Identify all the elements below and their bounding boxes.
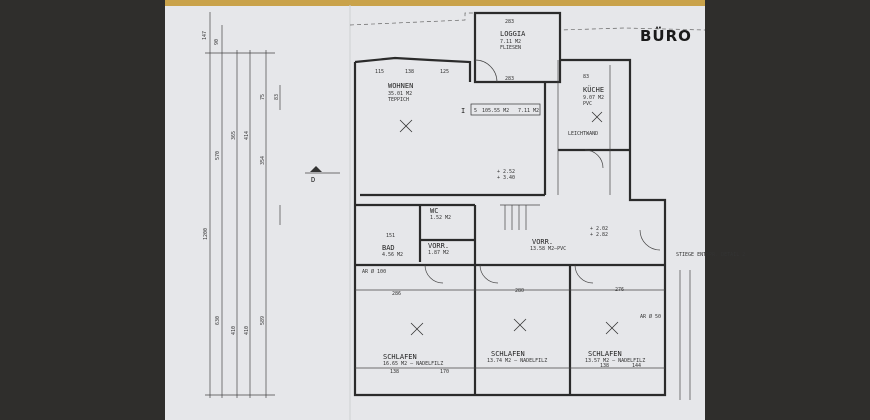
svg-text:SCHLAFEN: SCHLAFEN [588,350,622,358]
svg-text:138: 138 [390,369,399,375]
annotation-level: + 3.40 [497,175,515,181]
dim-label: 410 [244,326,250,335]
svg-text:13.74 M2 — NADELFILZ: 13.74 M2 — NADELFILZ [487,358,547,364]
stair: STIEGE ENTSPR. DETAIL 2 [500,204,745,400]
svg-text:1.52 M2: 1.52 M2 [430,215,451,221]
section-marker: D [305,166,340,184]
dim-label: 147 [202,31,208,40]
svg-text:13.57 M2 — NADELFILZ: 13.57 M2 — NADELFILZ [585,358,645,364]
svg-text:170: 170 [440,369,449,375]
horizontal-dimensions: 115 138 125 283 283 83 286 280 276 151 1… [355,19,665,375]
svg-text:35.01 M2: 35.01 M2 [388,91,412,97]
svg-text:4.56 M2: 4.56 M2 [382,252,403,258]
annotation-level: + 2.52 [497,169,515,175]
svg-text:283: 283 [505,76,514,82]
dim-label: 354 [260,156,266,165]
svg-text:5: 5 [474,108,477,114]
svg-text:13.58 M2—PVC: 13.58 M2—PVC [530,246,566,252]
paper-sheet [165,5,705,420]
room-vorr: VORR. 13.58 M2—PVC [530,238,566,252]
svg-text:WOHNEN: WOHNEN [388,82,413,90]
room-kueche: KÜCHE 9.07 M2 PVC LEICHTWAND [568,85,604,137]
svg-text:280: 280 [515,288,524,294]
background-right [705,0,870,420]
door-swings [424,59,661,284]
dim-label: 630 [215,316,221,325]
annotation-level: + 2.82 [590,232,608,238]
room-wc: WC 1.52 M2 [430,207,451,221]
dim-label: 414 [244,131,250,140]
svg-text:9.07 M2: 9.07 M2 [583,95,604,101]
area-summary: I 5 105.55 M2 7.11 M2 [461,103,541,116]
room-wohnen: WOHNEN 35.01 M2 TEPPICH [388,82,413,103]
svg-text:VORR.: VORR. [532,238,553,246]
svg-text:105.55 M2: 105.55 M2 [482,108,509,114]
svg-text:83: 83 [583,74,589,80]
svg-text:125: 125 [440,69,449,75]
svg-text:SCHLAFEN: SCHLAFEN [383,353,417,361]
handwritten-buero-label: BÜRO [640,26,692,45]
dim-label: 1200 [203,228,209,240]
svg-text:PVC: PVC [583,101,592,107]
room-vorr-small: VORR. 1.87 M2 [428,242,449,256]
svg-text:BAD: BAD [382,244,395,252]
dim-label: 570 [215,151,221,160]
annotation-ar100: AR Ø 100 [362,268,386,275]
dim-label: 83 [274,94,280,100]
room-schlafen-2: SCHLAFEN 13.74 M2 — NADELFILZ [487,350,547,364]
svg-text:283: 283 [505,19,514,25]
svg-text:16.65 M2 — NADELFILZ: 16.65 M2 — NADELFILZ [383,361,443,367]
svg-text:115: 115 [375,69,384,75]
svg-text:LEICHTWAND: LEICHTWAND [568,131,598,137]
svg-text:138: 138 [405,69,414,75]
svg-text:FLIESEN: FLIESEN [500,45,521,51]
svg-text:1.87 M2: 1.87 M2 [428,250,449,256]
annotation-level: + 2.02 [590,226,608,232]
svg-text:151: 151 [386,233,395,239]
svg-text:286: 286 [392,291,401,297]
svg-text:STIEGE ENTSPR. DETAIL 2: STIEGE ENTSPR. DETAIL 2 [676,252,745,258]
svg-text:7.11 M2: 7.11 M2 [500,39,521,45]
room-bad: BAD 4.56 M2 [382,244,403,258]
room-schlafen-3: SCHLAFEN 13.57 M2 — NADELFILZ [585,350,645,364]
vertical-dimension-chains: 147 90 1200 570 630 365 414 410 410 354 … [202,12,281,398]
ceiling-light-icons [399,111,619,336]
dim-label: 410 [231,326,237,335]
svg-text:D: D [311,176,315,184]
svg-text:7.11 M2: 7.11 M2 [518,108,539,114]
wood-table-edge [165,0,705,6]
svg-text:LOGGIA: LOGGIA [500,30,526,38]
svg-text:I: I [461,107,465,115]
room-schlafen-1: SCHLAFEN 16.65 M2 — NADELFILZ [383,353,443,367]
dim-label: 75 [260,94,266,100]
svg-text:VORR.: VORR. [428,242,449,250]
svg-text:SCHLAFEN: SCHLAFEN [491,350,525,358]
svg-text:WC: WC [430,207,438,215]
dim-label: 589 [260,316,266,325]
room-loggia: LOGGIA 7.11 M2 FLIESEN [500,30,526,51]
annotation-ar50: AR Ø 50 [640,313,661,320]
svg-text:TEPPICH: TEPPICH [388,97,409,103]
background-left [0,0,165,420]
dim-label: 90 [214,39,220,45]
svg-text:KÜCHE: KÜCHE [583,85,604,94]
walls [353,11,667,397]
dim-label: 365 [231,131,237,140]
svg-text:144: 144 [632,363,641,369]
svg-text:138: 138 [600,363,609,369]
